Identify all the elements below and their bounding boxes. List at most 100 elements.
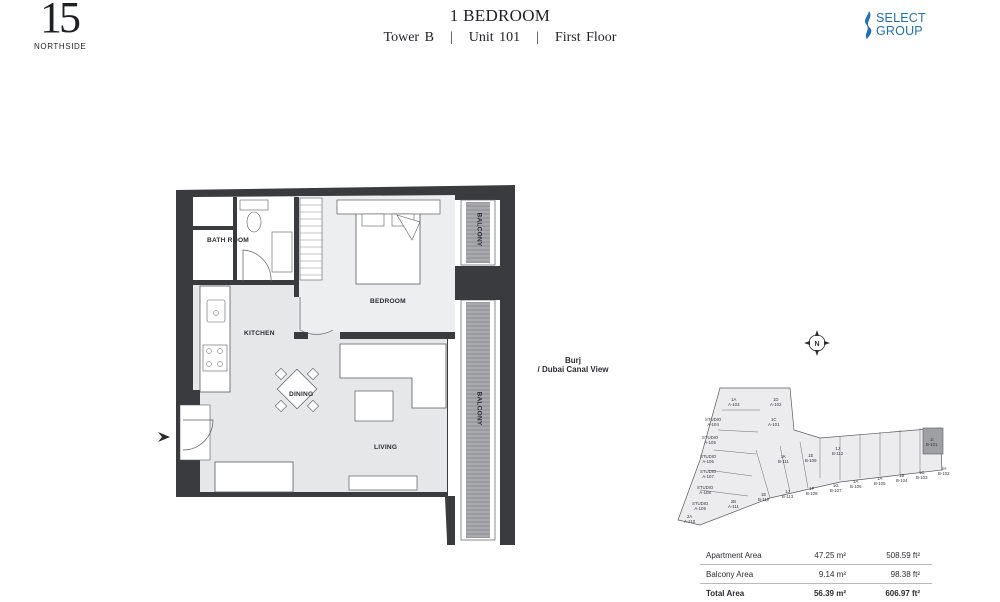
key-plan-unit-code: 1A — [877, 476, 883, 481]
key-plan-unit-number: A-105 — [704, 439, 716, 445]
key-plan-unit-number: A-101 — [768, 421, 780, 427]
key-plan-unit-number: A-103 — [728, 401, 740, 407]
key-plan-unit-number: B-107 — [830, 487, 842, 493]
tv-unit — [348, 475, 418, 491]
area-label: Total Area — [706, 589, 745, 598]
key-plan-unit-number: A-111 — [728, 503, 739, 509]
key-plan-unit-code: 1I — [929, 437, 934, 442]
room-label-bedroom: BEDROOM — [370, 298, 406, 305]
area-label: Balcony Area — [706, 570, 754, 579]
key-plan-unit-number: A-106 — [702, 458, 714, 464]
area-sqm: 47.25 m² — [814, 551, 846, 560]
key-plan-unit-number: A-107 — [702, 473, 714, 479]
view-label: Burj / Dubai Canal View — [528, 356, 618, 374]
key-plan-unit-code: 1C — [770, 417, 777, 422]
table-row-total: Total Area 56.39 m² 606.97 ft² — [700, 584, 932, 602]
key-plan-unit-code: STUDIO — [705, 417, 722, 422]
key-plan-unit-number: B-113 — [782, 493, 794, 499]
key-plan-unit-number: B-104 — [896, 477, 908, 483]
key-plan-unit-number: B-112 — [832, 450, 844, 456]
key-plan-unit-code: 2A — [686, 514, 693, 519]
coffee-table — [354, 390, 394, 422]
key-plan-unit-code: STUDIO — [700, 469, 717, 474]
compass-letter: N — [814, 341, 819, 348]
key-plan-unit-code: 1F — [809, 486, 815, 491]
key-plan-unit-code: 1H — [940, 466, 947, 471]
key-plan-unit-number: B-105 — [874, 480, 886, 486]
compass-icon: N — [804, 330, 830, 356]
brand-name-line1: SELECT — [876, 11, 926, 25]
key-plan-unit-code: 1K — [780, 454, 787, 459]
view-label-line2: / Dubai Canal View — [537, 365, 609, 374]
key-plan-unit-code: 1E — [760, 492, 767, 497]
key-plan-unit-number: A-104 — [707, 421, 719, 427]
key-plan-unit-code: 1A — [853, 479, 859, 484]
dining-table — [276, 368, 318, 410]
room-label-dining: DINING — [289, 391, 314, 398]
key-plan-unit-code: STUDIO — [702, 435, 719, 440]
page-title: 1 BEDROOM — [449, 6, 551, 25]
entry-door — [182, 419, 214, 451]
key-plan-unit-code: STUDIO — [697, 485, 714, 490]
logo-text: NORTHSIDE — [34, 42, 87, 51]
room-label-living: LIVING — [374, 444, 398, 451]
page-subtitle: Tower B|Unit 101|First Floor — [0, 30, 1000, 46]
key-plan-unit-number: B-109 — [805, 457, 817, 463]
floor-label: First Floor — [554, 30, 617, 45]
key-plan-unit-code: 2B — [730, 499, 737, 504]
key-plan-unit-code: 1D — [772, 397, 779, 402]
key-plan — [677, 387, 944, 526]
brand-name-line2: GROUP — [876, 24, 923, 38]
view-label-line1: Burj — [565, 356, 581, 365]
area-sqft: 606.97 ft² — [885, 589, 920, 598]
flame-icon — [865, 11, 872, 39]
key-plan-unit-code: 1E — [808, 453, 814, 458]
key-plan-unit-code: 1J — [835, 446, 840, 451]
room-label-balcony-lower: BALCONY — [475, 391, 483, 426]
unit-label: Unit 101 — [468, 30, 521, 45]
key-plan-unit-number: B-110 — [758, 496, 770, 502]
tower-label: Tower B — [383, 30, 434, 45]
wardrobe — [299, 197, 323, 281]
area-sqm: 56.39 m² — [813, 589, 846, 598]
key-plan-unit-code: 1G — [832, 483, 839, 488]
area-table: Apartment Area 47.25 m² 508.59 ft² Balco… — [700, 546, 932, 602]
key-plan-unit-code: 1J — [785, 489, 790, 494]
key-plan-unit-number: A-110 — [684, 518, 696, 524]
key-plan-unit-number: B-106 — [850, 483, 862, 489]
logo-number: 15 — [40, 0, 81, 42]
key-plan-unit-highlight — [922, 427, 944, 455]
area-sqft: 98.38 ft² — [890, 570, 920, 579]
area-label: Apartment Area — [706, 551, 762, 560]
key-plan-unit-code: 1A — [731, 397, 737, 402]
key-plan-unit-number: B-102 — [938, 470, 950, 476]
key-plan-unit-number: B-111 — [778, 458, 789, 464]
key-plan-unit-number: A-108 — [699, 489, 711, 495]
key-plan-unit-number: A-102 — [770, 401, 782, 407]
area-sqm: 9.14 m² — [818, 570, 846, 579]
key-plan-unit-number: B-103 — [916, 474, 928, 480]
room-label-balcony-upper: BALCONY — [475, 212, 483, 247]
entry-arrow-icon — [158, 432, 170, 442]
